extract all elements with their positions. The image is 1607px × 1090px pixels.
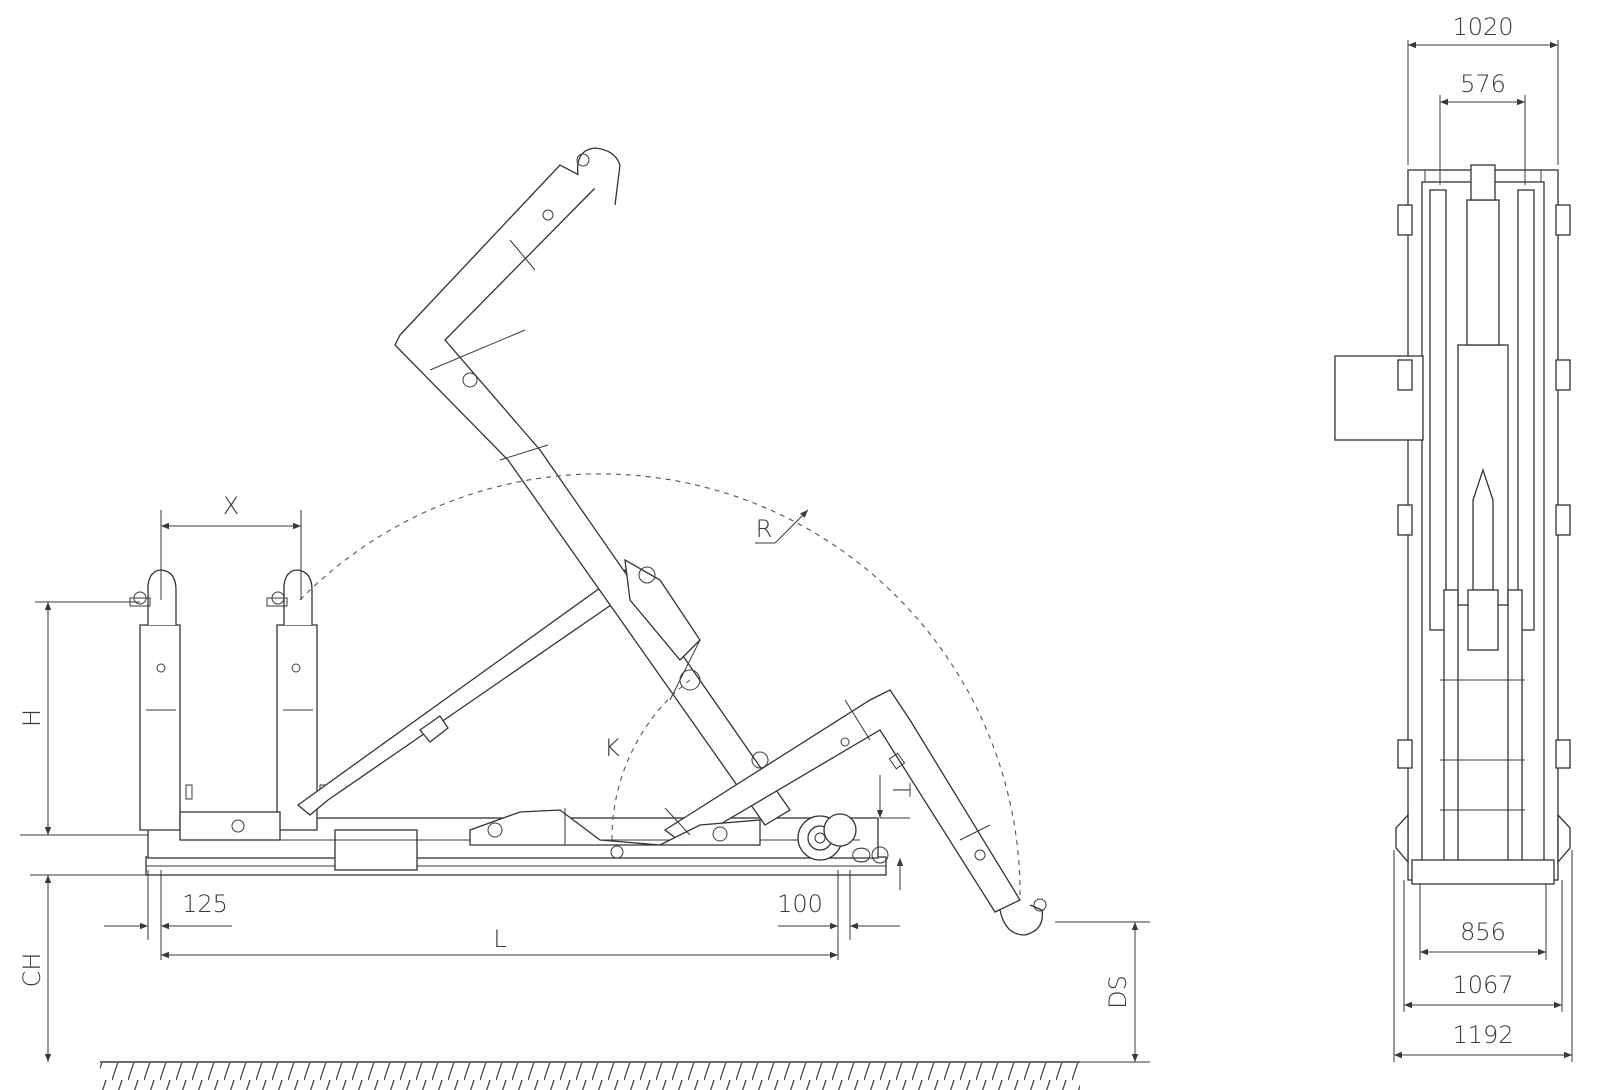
dim-125: 125: [104, 870, 232, 960]
rear-rails: [1429, 189, 1535, 871]
side-view: X H R K T O: [18, 147, 1150, 1090]
front-hook-posts: [129, 569, 327, 841]
dim-ds: DS: [1055, 921, 1150, 1063]
rear-pivot: [469, 807, 889, 864]
dim-r: R: [755, 509, 809, 544]
dim-100: 100: [777, 870, 900, 960]
dim-1020-label: 1020: [1452, 13, 1513, 41]
dim-1020: 1020: [1407, 13, 1559, 165]
dim-1067-label: 1067: [1452, 971, 1513, 999]
swing-arcs: [299, 473, 1021, 901]
dim-l-label: L: [493, 925, 506, 953]
dim-125-label: 125: [182, 890, 228, 918]
dim-100-label: 100: [777, 890, 823, 918]
dim-h: H: [18, 601, 148, 836]
rear-clamps: [1395, 204, 1571, 885]
dim-1192: 1192: [1393, 850, 1573, 1062]
dim-ch: CH: [18, 874, 146, 1062]
ground: [100, 1061, 1080, 1090]
dim-ds-label: DS: [1104, 975, 1132, 1009]
dim-856-label: 856: [1460, 918, 1506, 946]
dim-856: 856: [1419, 884, 1547, 960]
dim-ch-label: CH: [18, 953, 46, 988]
dim-o-label: O: [848, 846, 876, 865]
rear-view: 1020 576 856 1067 1192: [1334, 13, 1573, 1062]
dim-576-label: 576: [1460, 70, 1506, 98]
dim-r-label: R: [756, 515, 773, 543]
main-cylinder: [296, 569, 642, 816]
dim-h-label: H: [18, 709, 46, 727]
dim-576: 576: [1439, 70, 1526, 185]
raised-boom: [394, 147, 791, 826]
rear-column: [1457, 164, 1509, 651]
dim-t-o: T O: [848, 775, 915, 890]
dim-x: X: [160, 492, 302, 600]
dim-k-label: K: [604, 734, 620, 762]
dim-1192-label: 1192: [1452, 1021, 1513, 1049]
dim-1067: 1067: [1403, 880, 1563, 1012]
lowered-boom: [663, 689, 1047, 936]
dim-x-label: X: [223, 492, 239, 520]
dim-t-label: T: [887, 783, 915, 798]
dim-l: L: [161, 925, 838, 959]
